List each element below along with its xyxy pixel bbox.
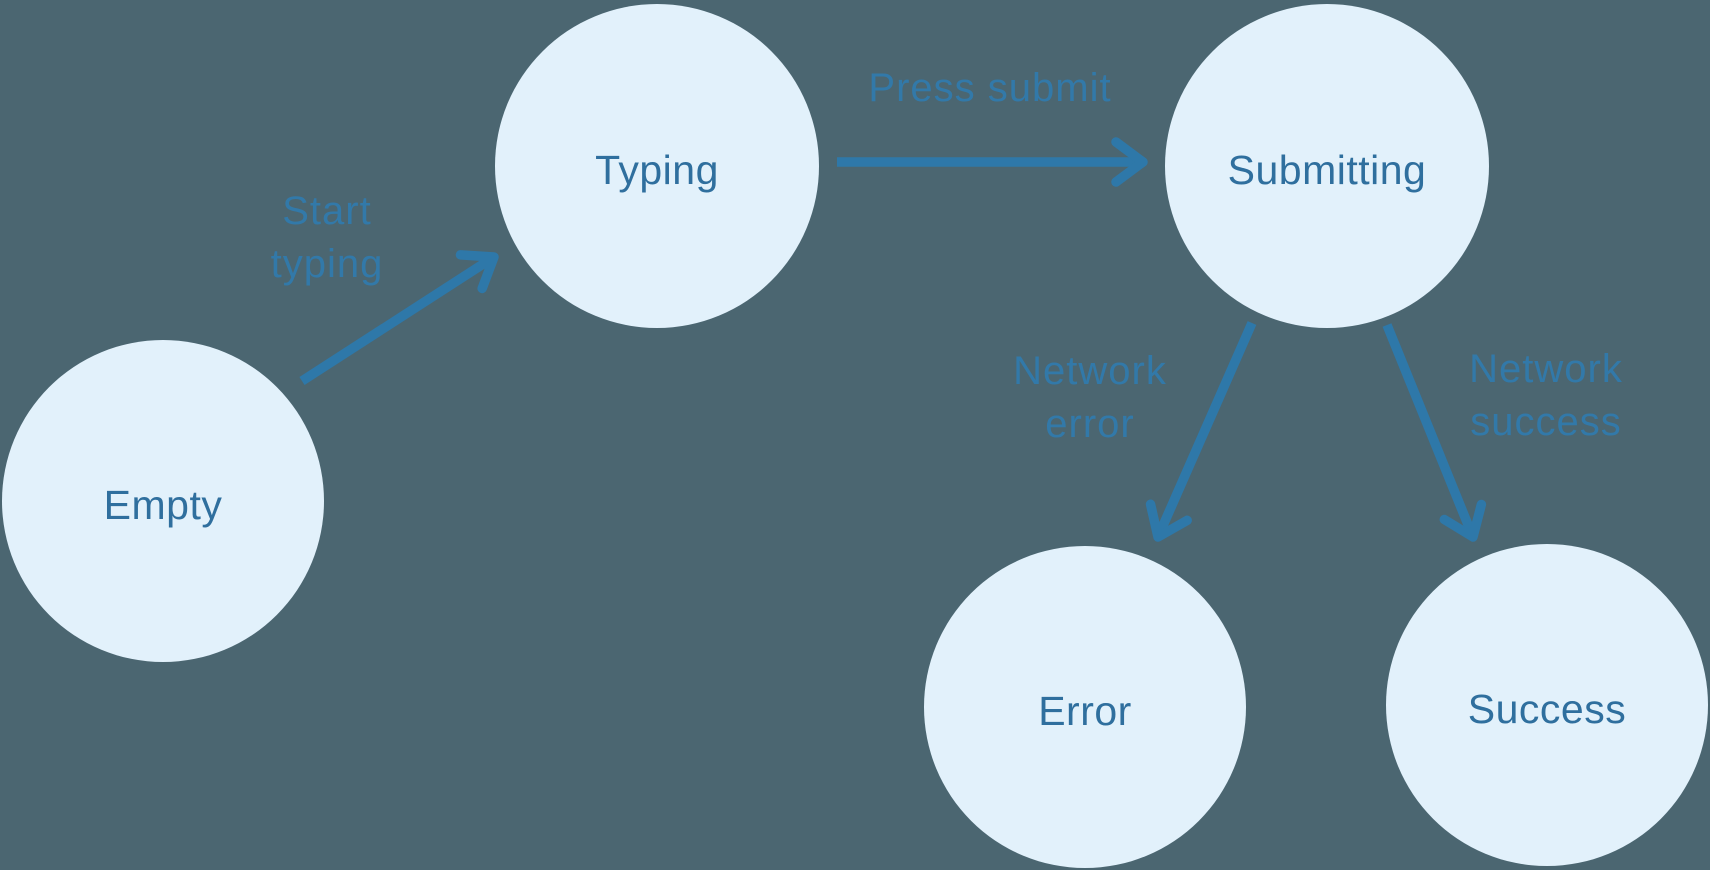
state-error-circle — [924, 546, 1246, 868]
state-submitting-circle — [1165, 4, 1489, 328]
state-typing-label: Typing — [595, 147, 719, 193]
state-error-label: Error — [1038, 688, 1132, 734]
edge-label-network-error: Network error — [1013, 349, 1167, 446]
edge-press-submit: Press submit — [837, 66, 1148, 187]
state-success: Success — [1386, 544, 1708, 866]
edge-label-line: Start — [282, 189, 371, 233]
state-submitting-label: Submitting — [1228, 147, 1427, 193]
edge-label-press-submit: Press submit — [868, 66, 1111, 110]
transition-arrow-start-typing — [299, 250, 499, 385]
state-typing: Typing — [495, 4, 819, 328]
transition-arrow-network-error — [1145, 321, 1257, 542]
transition-arrow-network-success — [1382, 323, 1487, 542]
edge-label-line: Network — [1013, 349, 1167, 393]
edge-label-line: error — [1045, 402, 1134, 446]
edge-label-line: Press submit — [868, 66, 1111, 110]
edge-label-line: Network — [1469, 347, 1623, 391]
state-success-circle — [1386, 544, 1708, 866]
edge-start-typing: Start typing — [271, 189, 499, 385]
state-empty-label: Empty — [104, 482, 223, 528]
state-empty-circle — [2, 340, 324, 662]
edge-label-line: success — [1470, 400, 1622, 444]
edge-label-line: typing — [271, 242, 384, 286]
edge-label-start-typing: Start typing — [271, 189, 384, 286]
edge-network-error: Network error — [1013, 321, 1257, 542]
edge-network-success: Network success — [1382, 323, 1623, 542]
state-error: Error — [924, 546, 1246, 868]
state-submitting: Submitting — [1165, 4, 1489, 328]
state-typing-circle — [495, 4, 819, 328]
state-success-label: Success — [1468, 686, 1626, 732]
edge-label-network-success: Network success — [1469, 347, 1623, 444]
state-empty: Empty — [2, 340, 324, 662]
